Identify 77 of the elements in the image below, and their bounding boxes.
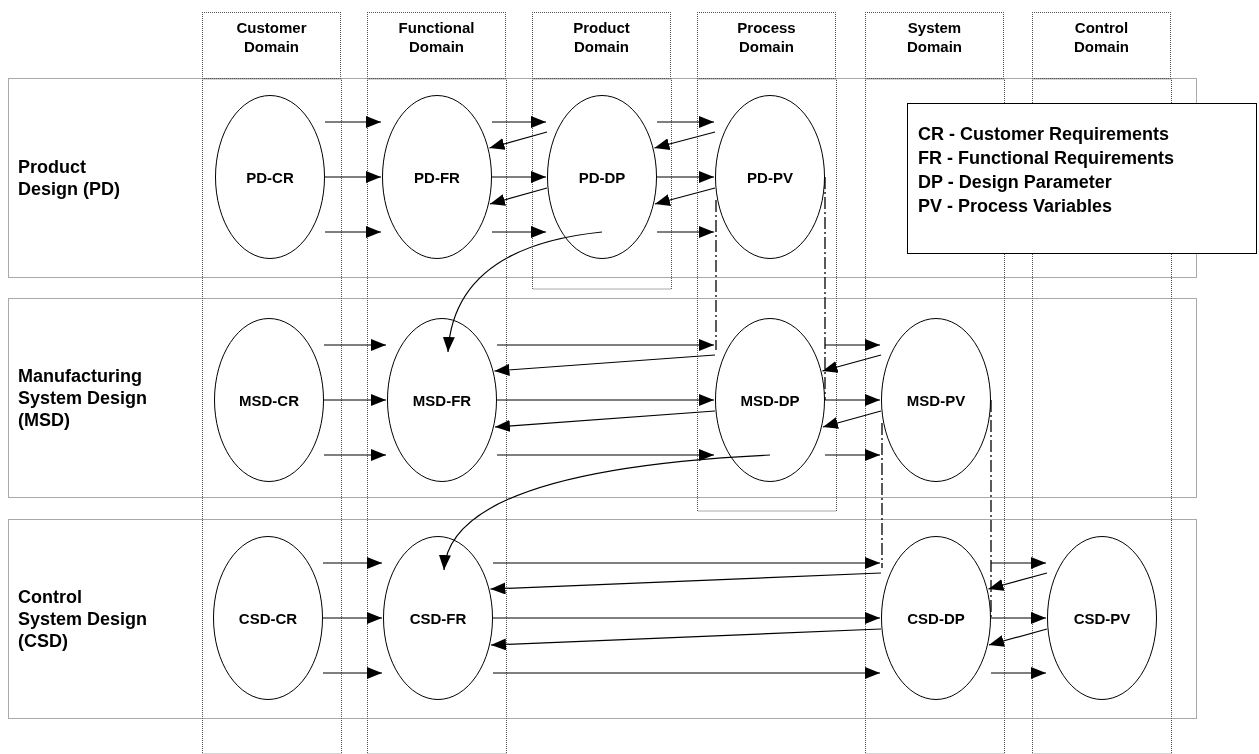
column-header: Control Domain [1073, 18, 1130, 56]
legend-entry: FR - Functional Requirements [918, 147, 1176, 170]
arrow [496, 339, 715, 351]
arrow [656, 226, 715, 238]
arrow [492, 667, 881, 679]
dash-dot-line [715, 199, 717, 351]
column-header-box [697, 12, 836, 79]
column-header-box [865, 12, 1004, 79]
arrow [654, 187, 716, 206]
column-header: System Domain [906, 18, 963, 56]
arrow [494, 410, 716, 432]
arrow [822, 410, 882, 429]
ellipse-label: CSD-DP [907, 609, 965, 627]
arrow [988, 628, 1048, 647]
arrow [990, 557, 1047, 569]
arrow [324, 171, 382, 183]
arrow [492, 557, 881, 569]
arrow [323, 339, 387, 351]
arrow [324, 116, 382, 128]
arrow [990, 612, 1047, 624]
arrow [491, 226, 547, 238]
arrow [323, 449, 387, 461]
arrow [490, 628, 882, 651]
arrow [496, 449, 715, 461]
ellipse-label: CSD-CR [238, 609, 298, 627]
ellipse-label: CSD-PV [1073, 609, 1131, 627]
ellipse-label: PD-FR [414, 168, 460, 186]
arrow [653, 131, 716, 150]
legend-box [907, 103, 1257, 254]
arrow [324, 226, 382, 238]
arrow [824, 394, 881, 406]
arrow [493, 354, 716, 376]
ellipse-label: MSD-CR [239, 391, 299, 409]
arrow [489, 187, 548, 206]
arrow [656, 171, 715, 183]
column-header-box [532, 12, 671, 79]
ellipse-label: MSD-PV [906, 391, 966, 409]
arrow [990, 667, 1047, 679]
arrow [821, 354, 882, 373]
ellipse-label: PD-DP [578, 168, 626, 186]
row-label: Manufacturing System Design (MSD) [18, 364, 148, 431]
column-header: Product Domain [572, 18, 631, 56]
row-label: Product Design (PD) [18, 155, 121, 200]
arrow [488, 131, 548, 150]
ellipse-label: PD-PV [747, 168, 793, 186]
row-label: Control System Design (CSD) [18, 585, 148, 652]
dash-dot-line [824, 176, 826, 401]
arrow [491, 171, 547, 183]
column-header-box [367, 12, 506, 79]
legend-entry: CR - Customer Requirements [918, 123, 1171, 146]
column-header: Customer Domain [235, 18, 308, 56]
arrow [443, 231, 603, 353]
arrow [489, 572, 882, 595]
arrow [322, 667, 383, 679]
ellipse-label: PD-CR [246, 168, 294, 186]
arrow [492, 612, 881, 624]
arrow [824, 339, 881, 351]
arrow [824, 449, 881, 461]
legend-entry: DP - Design Parameter [918, 171, 1113, 194]
column-header: Process Domain [736, 18, 797, 56]
arrow [323, 394, 387, 406]
arrow [987, 572, 1048, 591]
legend-entry: PV - Process Variables [918, 195, 1114, 218]
arrow [441, 454, 771, 571]
arrow [656, 116, 715, 128]
column-header: Functional Domain [397, 18, 476, 56]
column-header-box [202, 12, 341, 79]
ellipse-label: CSD-FR [409, 609, 467, 627]
arrow [496, 394, 715, 406]
arrow [491, 116, 547, 128]
column-header-box [1032, 12, 1171, 79]
arrow [322, 612, 383, 624]
ellipse-label: MSD-FR [412, 391, 472, 409]
ellipse-label: MSD-DP [740, 391, 800, 409]
dash-dot-line [990, 399, 992, 619]
dash-dot-line [881, 422, 883, 569]
arrow [322, 557, 383, 569]
